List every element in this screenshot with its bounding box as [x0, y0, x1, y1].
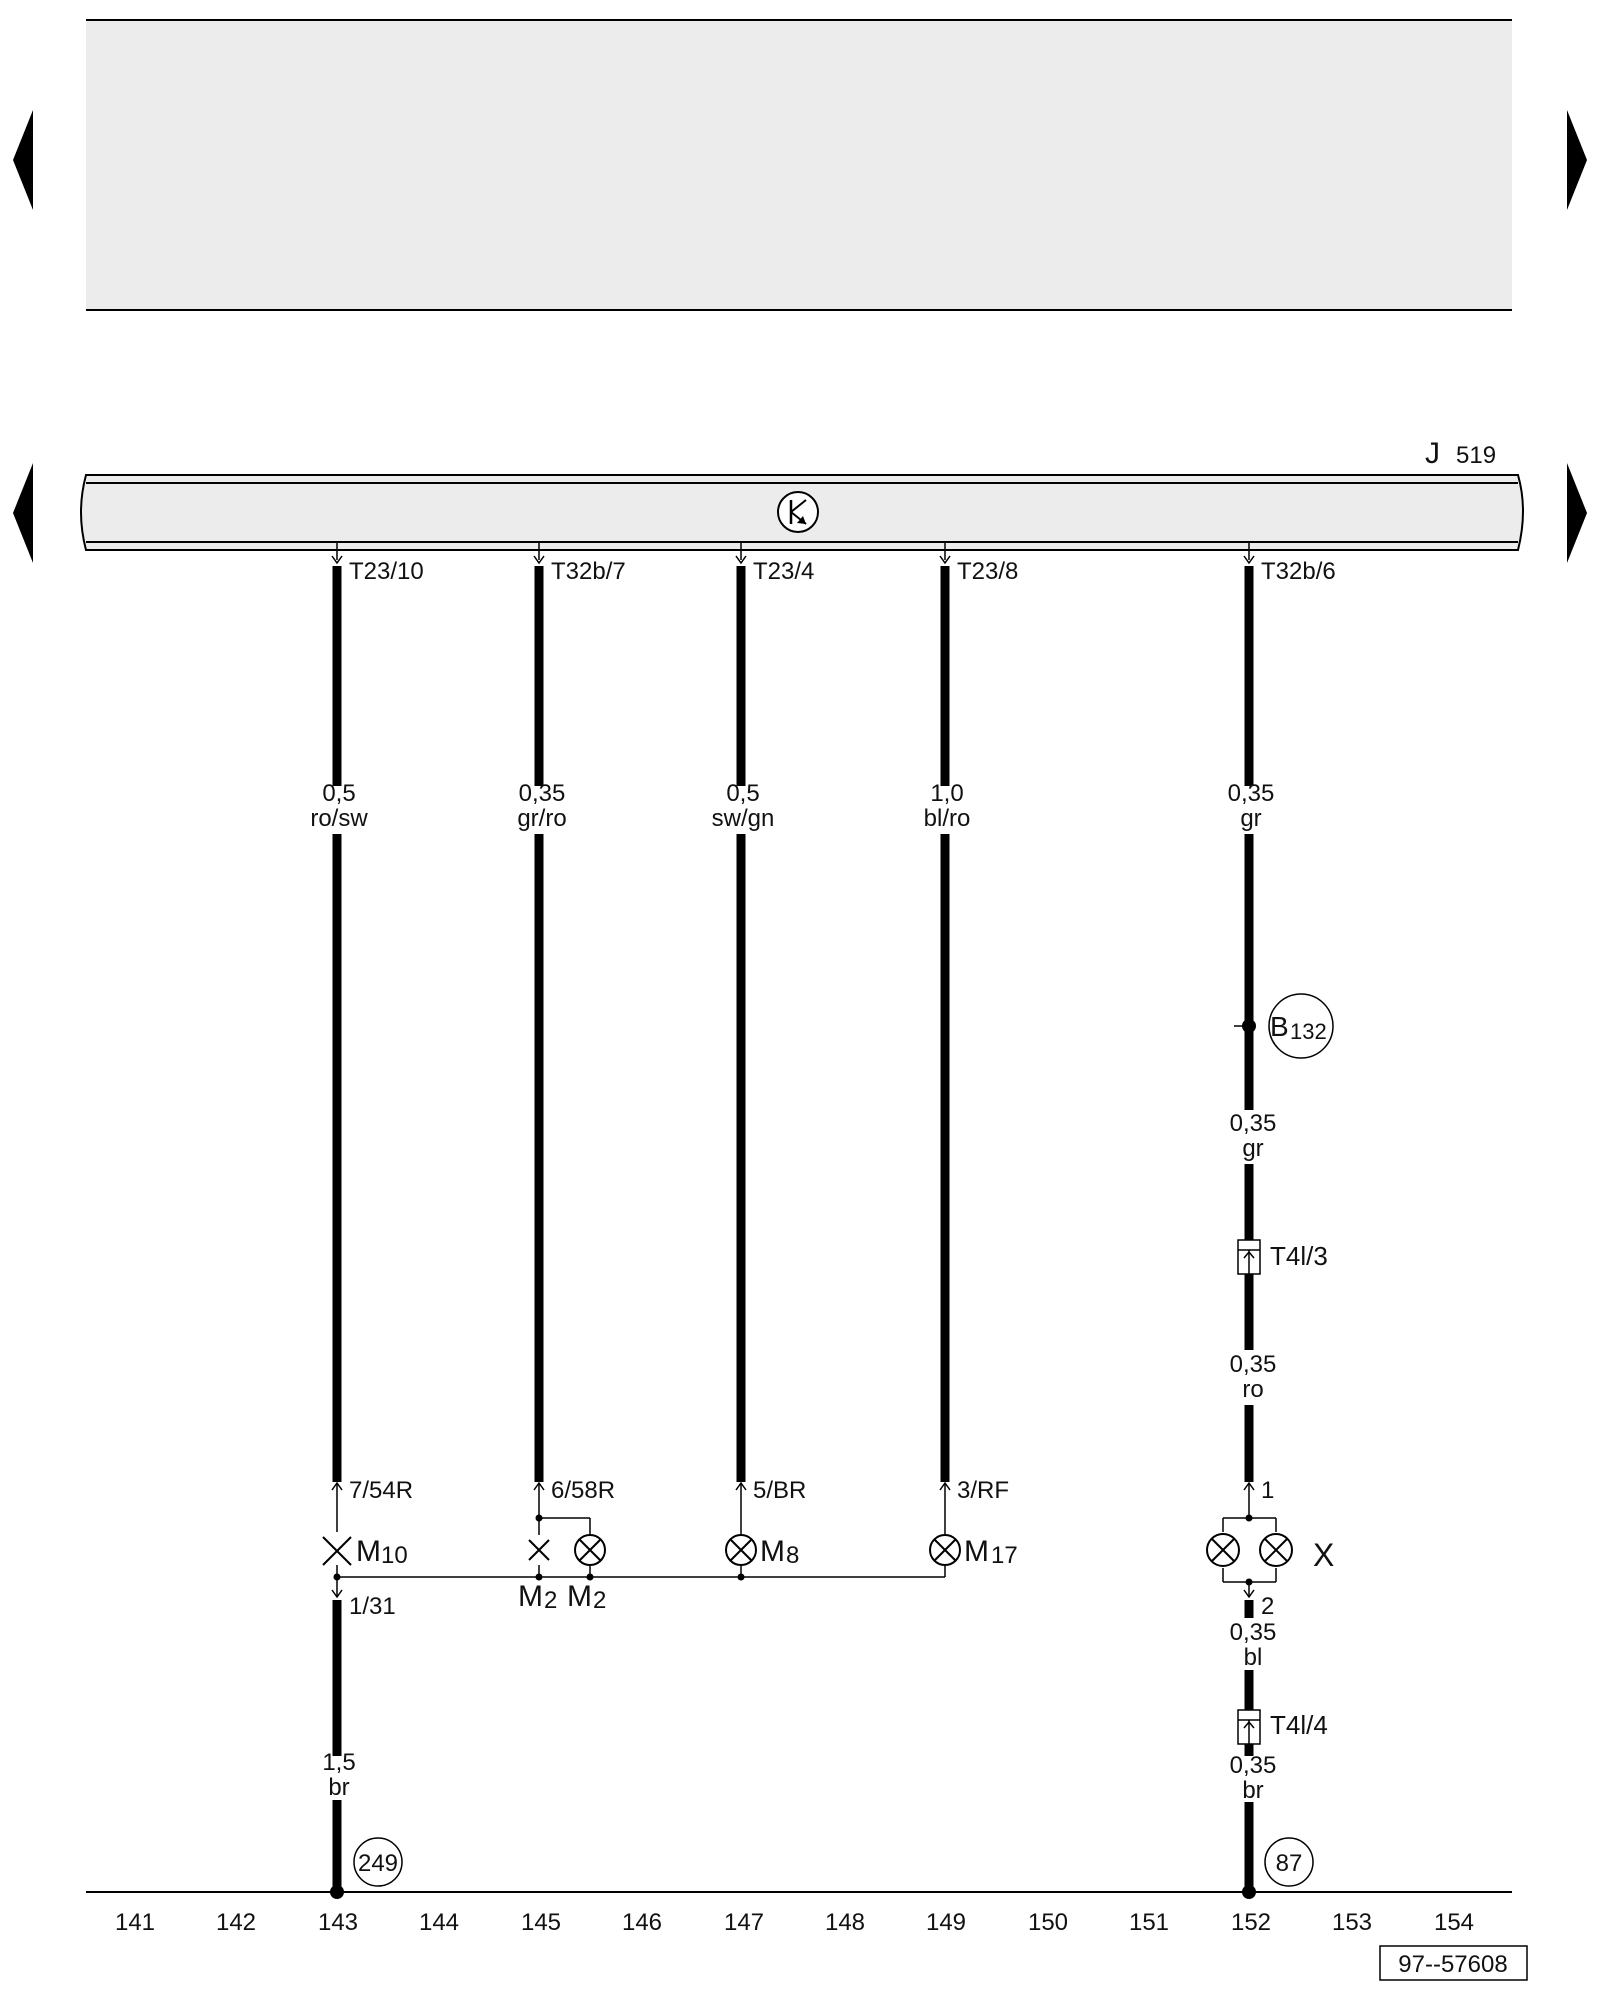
lamp-m2-right-icon	[574, 1534, 606, 1566]
lamp-m17-number: 17	[991, 1542, 1018, 1569]
lamp-x-right-icon	[1259, 1533, 1293, 1567]
wire-size-145: 0,35	[519, 780, 566, 807]
column-number: 153	[1332, 1909, 1372, 1936]
page-prev-arrow-top[interactable]	[13, 110, 33, 210]
ground-point-249: 249	[358, 1850, 398, 1877]
wire-color-145: gr/ro	[517, 805, 566, 832]
info-panel	[86, 20, 1512, 310]
ground-point-249-circle	[353, 1837, 403, 1887]
lamp-m2a-number: 2	[544, 1587, 557, 1614]
lamp-x-label: X	[1313, 1537, 1334, 1573]
end-pin-147: 5/BR	[753, 1477, 806, 1504]
wire-size-152: 0,35	[1228, 780, 1275, 807]
wire-color-152-seg2: gr	[1242, 1135, 1263, 1162]
ground-wire-color-143: br	[328, 1774, 349, 1801]
splice-b132-circle	[1268, 993, 1334, 1059]
ground-point-87-circle	[1264, 1837, 1314, 1887]
column-number: 146	[622, 1909, 662, 1936]
lamp-m17-letter: M	[964, 1535, 989, 1568]
wire-152[interactable]	[1243, 542, 1255, 1518]
lamp-m8-letter: M	[760, 1535, 785, 1568]
column-number: 145	[521, 1909, 561, 1936]
column-number: 143	[318, 1909, 358, 1936]
lamp-m10-icon	[322, 1536, 352, 1566]
end-pin-145: 6/58R	[551, 1477, 615, 1504]
wire-color-149: bl/ro	[924, 805, 971, 832]
lamp-m8-number: 8	[786, 1542, 799, 1569]
wire-149[interactable]	[939, 542, 951, 1577]
lamp-x-left-icon	[1206, 1533, 1240, 1567]
wire-size-147: 0,5	[726, 780, 759, 807]
lamp-m8-icon	[725, 1534, 757, 1566]
column-number: 142	[216, 1909, 256, 1936]
ground-pin-143: 1/31	[349, 1593, 396, 1620]
connector-label-152: T32b/6	[1261, 558, 1336, 585]
column-number: 144	[419, 1909, 459, 1936]
lamp-control-symbol	[777, 491, 819, 533]
lamp-m2b-number: 2	[593, 1587, 606, 1614]
column-numbers: 141 142 143 144 145 146 147 148 149 150 …	[115, 1909, 1474, 1936]
end-pin-143: 7/54R	[349, 1477, 413, 1504]
splice-b132-number: 132	[1290, 1019, 1327, 1044]
lamp-m2a-letter: M	[518, 1580, 543, 1613]
connector-label-143: T23/10	[349, 558, 424, 585]
wire-size-152-seg4: 0,35	[1230, 1619, 1277, 1646]
control-unit-number: 519	[1456, 442, 1496, 469]
wire-size-152-seg3: 0,35	[1230, 1351, 1277, 1378]
plug-connector-t4l4-icon	[1237, 1709, 1261, 1745]
wire-color-152-seg4: bl	[1244, 1644, 1263, 1671]
wire-147[interactable]	[735, 542, 747, 1581]
wire-143[interactable]	[331, 542, 343, 1532]
control-unit-letter: J	[1425, 437, 1440, 470]
column-number: 141	[115, 1909, 155, 1936]
splice-b132-letter: B	[1270, 1011, 1289, 1042]
column-number: 151	[1129, 1909, 1169, 1936]
ground-point-87: 87	[1276, 1850, 1303, 1877]
end-pin-152: 1	[1261, 1477, 1274, 1504]
lamp-m10-number: 10	[381, 1542, 408, 1569]
column-number: 152	[1231, 1909, 1271, 1936]
wire-color-152: gr	[1240, 805, 1261, 832]
column-number: 150	[1028, 1909, 1068, 1936]
plug-connector-t4l4: T4l/4	[1270, 1710, 1328, 1740]
wire-color-147: sw/gn	[712, 805, 775, 832]
page-next-arrow-top[interactable]	[1567, 110, 1587, 210]
lamp-m17-icon	[929, 1534, 961, 1566]
connector-label-145: T32b/7	[551, 558, 626, 585]
wire-size-143: 0,5	[322, 780, 355, 807]
ground-wire-size-143: 1,5	[322, 1749, 355, 1776]
lamp-m10-letter: M	[356, 1535, 381, 1568]
ground-wire-143[interactable]	[330, 1577, 344, 1899]
splice-b132-node	[1234, 1019, 1256, 1033]
wire-size-152-seg2: 0,35	[1230, 1110, 1277, 1137]
page-next-arrow-bottom[interactable]	[1567, 463, 1587, 563]
wire-color-143: ro/sw	[310, 805, 368, 832]
column-number: 154	[1434, 1909, 1474, 1936]
connector-label-147: T23/4	[753, 558, 814, 585]
diagram-code-box	[1379, 1945, 1528, 1981]
page-prev-arrow-bottom[interactable]	[13, 463, 33, 563]
plug-connector-t4l3: T4l/3	[1270, 1241, 1328, 1271]
column-number: 149	[926, 1909, 966, 1936]
connector-label-149: T23/8	[957, 558, 1018, 585]
pin-2-152: 2	[1261, 1593, 1274, 1620]
wire-color-152-seg5: br	[1242, 1777, 1263, 1804]
end-pin-149: 3/RF	[957, 1477, 1009, 1504]
plug-connector-t4l3-icon	[1237, 1239, 1261, 1275]
wire-145[interactable]	[533, 542, 545, 1535]
lamp-m2-left-icon	[528, 1539, 550, 1561]
wire-color-152-seg3: ro	[1242, 1376, 1263, 1403]
wire-size-152-seg5: 0,35	[1230, 1752, 1277, 1779]
lamp-m2b-letter: M	[567, 1580, 592, 1613]
wire-size-149: 1,0	[930, 780, 963, 807]
lamp-m2-branch	[535, 1514, 594, 1581]
column-number: 147	[724, 1909, 764, 1936]
column-number: 148	[825, 1909, 865, 1936]
diagram-code: 97--57608	[1398, 1951, 1507, 1978]
